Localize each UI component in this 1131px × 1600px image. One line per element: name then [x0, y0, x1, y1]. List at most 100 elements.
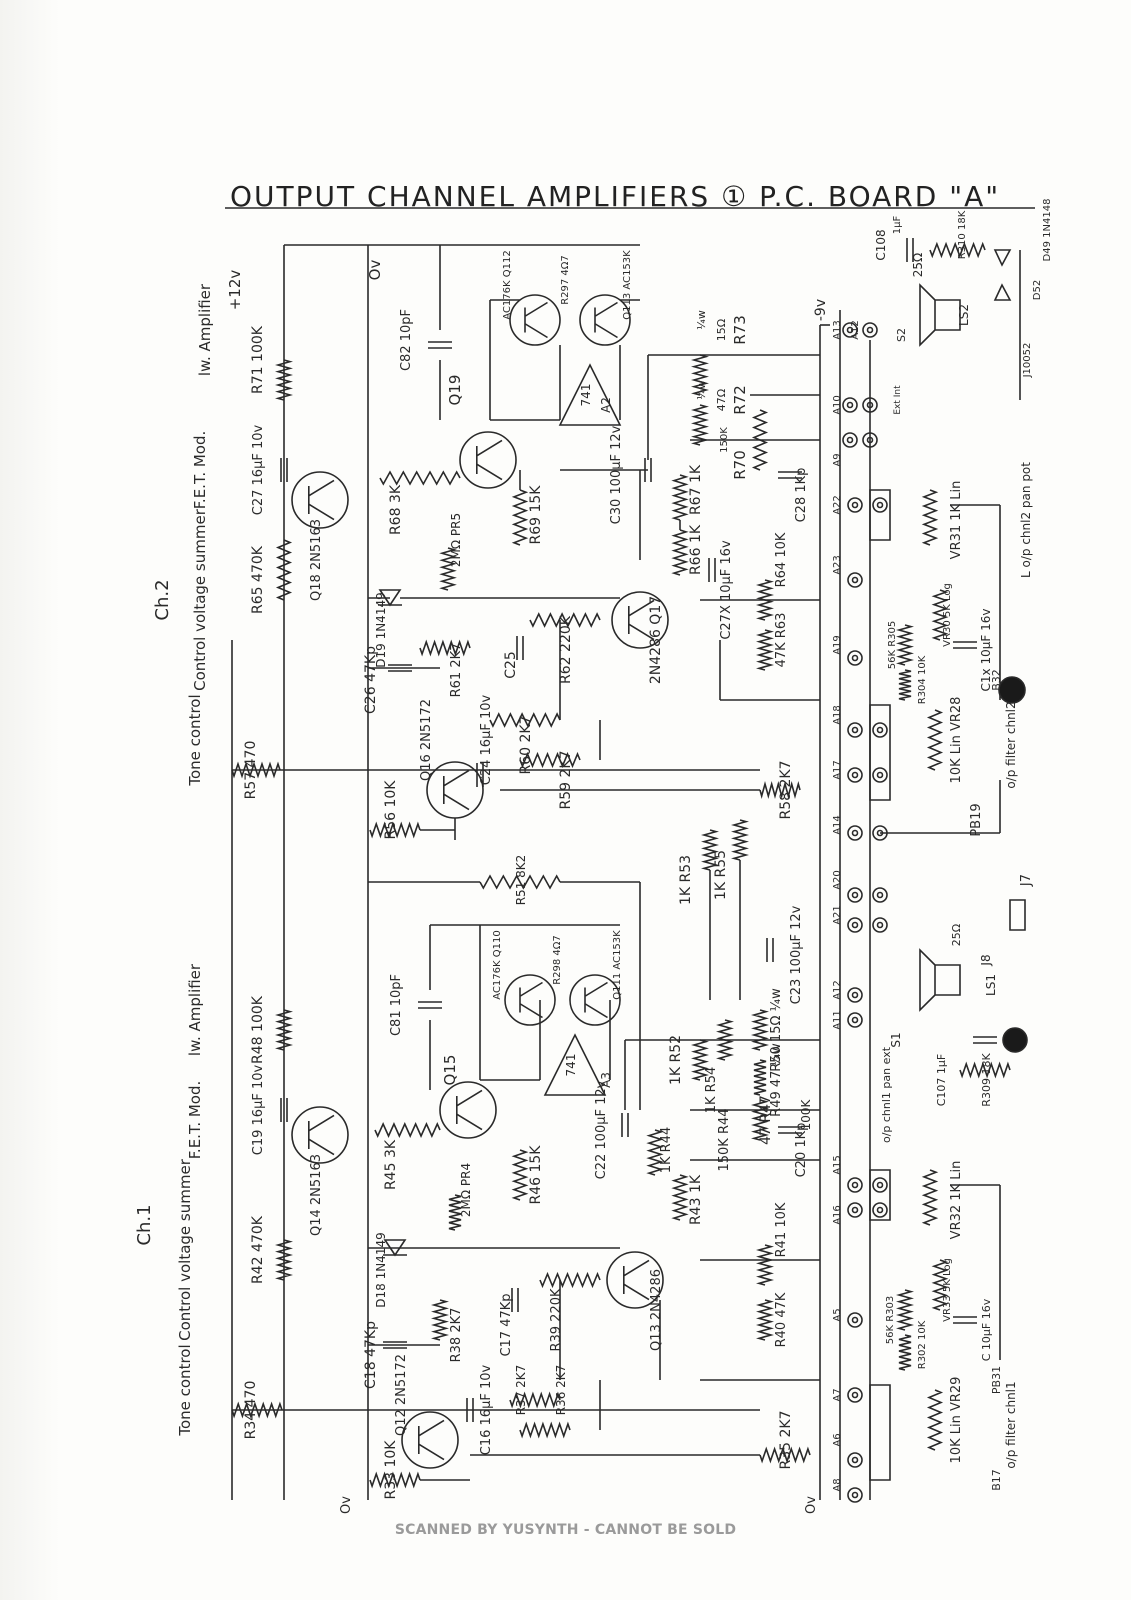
label-c16: C16 16µF 10v: [479, 1364, 494, 1455]
transistor-q12-symbol: [418, 1419, 445, 1461]
label-q19: Q19: [446, 375, 464, 406]
capacitor-c22: [621, 1113, 629, 1137]
transistor-q15b-symbol: [456, 1089, 483, 1131]
resistor-r58: [759, 781, 801, 799]
connector-pad-right-8: [847, 650, 863, 666]
label-c25: C25: [503, 651, 519, 679]
section-amplifier-1: lw. Amplifier: [186, 963, 204, 1056]
transistor-q12: [401, 1411, 459, 1469]
resistor-r66: [671, 529, 689, 576]
label-r310: R310 18K: [957, 210, 968, 259]
label-c19: C19 16µF 10v: [251, 1064, 266, 1155]
jack-j7: [1009, 899, 1026, 931]
connector-pad-right-11-hole: [851, 829, 859, 837]
label-pb19: PB19: [969, 803, 984, 836]
label-s1: S1: [889, 1032, 903, 1047]
connector-pad-right-10: [847, 767, 863, 783]
connector-pad-right-13-hole: [851, 921, 859, 929]
connector-pad-out-2: [872, 767, 888, 783]
solder-blob-2: [1002, 1027, 1028, 1053]
label-r35: R35 2K7: [778, 1411, 794, 1470]
transistor-q110: [504, 974, 556, 1026]
connector-pad-out-4: [872, 887, 888, 903]
label-c27x: C27X 10µF 16v: [719, 540, 734, 640]
label-r71: R71 100K: [250, 325, 266, 394]
label-q13: Q13 2N4286: [649, 1269, 664, 1351]
label-r49: R49 47 ¼w: [769, 1043, 784, 1117]
transistor-q19b-symbol: [476, 439, 503, 481]
diode-d49: [993, 249, 1012, 267]
connector-pad-out-0-hole: [876, 501, 884, 509]
section-cv-summer-2: Control voltage summer: [191, 508, 209, 691]
label-c82: C82 10pF: [399, 309, 414, 371]
label-a18: A18: [832, 705, 843, 725]
label-q110: AC176K Q110: [492, 930, 503, 999]
label-r62: R62 220K: [558, 615, 574, 684]
potentiometer-vr32: [921, 1169, 939, 1226]
resistor-r64: [756, 579, 774, 621]
label-vr28: 10K Lin VR28: [949, 697, 964, 784]
label-c20: C20 1Kp: [794, 1123, 809, 1178]
label-d49: D49 1N4148: [1042, 199, 1053, 262]
resistor-r35: [759, 1446, 811, 1464]
component-layer: [225, 207, 1035, 1503]
label-r36: R36 2K7: [554, 1365, 568, 1416]
capacitor-c81: [418, 1001, 442, 1009]
label-r303: 56K R303: [885, 1296, 896, 1345]
potentiometer-vr31: [921, 489, 939, 546]
potentiometer-pr5: [439, 547, 457, 591]
connector-pad-right-9-hole: [851, 726, 859, 734]
label-j7: J7: [1019, 874, 1034, 887]
label-r304: R304 10K: [917, 655, 928, 704]
resistor-r71: [275, 359, 293, 401]
speaker-ls2: [919, 283, 961, 347]
resistor-r304: [898, 669, 912, 701]
label-r52: 1K R52: [668, 1035, 684, 1085]
label-vr32: VR32 1K Lin: [949, 1161, 964, 1240]
label-r66: R66 1K: [688, 524, 704, 575]
capacitor-c20: [778, 1126, 802, 1134]
label-a2: A2: [599, 397, 613, 413]
label-ohm25a: 25Ω: [911, 253, 925, 277]
connector-pad-right-3: [862, 397, 878, 413]
potentiometer-vr28: [926, 709, 944, 771]
label-r58: R58 2K7: [778, 761, 794, 820]
label-q15: Q15: [441, 1055, 459, 1086]
resistor-r43: [671, 1174, 689, 1221]
connector-pad-out-1: [872, 722, 888, 738]
connector-pad-out-6: [872, 1177, 888, 1193]
label-c23: C23 100µF 12v: [789, 905, 804, 1004]
resistor-r53: [701, 829, 719, 871]
op-amp-741-a: [558, 363, 622, 426]
resistor-r37: [509, 1391, 561, 1409]
connector-pad-right-18: [847, 1312, 863, 1328]
resistor-r57: [231, 761, 281, 779]
label-r38: R38 2K7: [449, 1308, 464, 1363]
capacitor-c108: [906, 238, 914, 262]
scan-shadow: [0, 0, 60, 1600]
label-w2: ¼w: [695, 380, 708, 400]
label-q113: Q113 AC153K: [622, 250, 633, 320]
connector-pad-right-6-hole: [851, 501, 859, 509]
connector-pad-out-3: [872, 825, 888, 841]
label-r42: R42 470K: [250, 1215, 266, 1284]
resistor-r59: [519, 751, 581, 769]
diode-d19: [378, 589, 402, 607]
section-ch1-header: Ch.1: [134, 1204, 155, 1245]
capacitor-c27: [280, 458, 288, 482]
label-a12b: A12: [850, 320, 861, 340]
connector-pad-right-2: [842, 397, 858, 413]
section-tone-control-2: Tone control: [186, 694, 204, 786]
resistor-r309: [959, 1061, 1011, 1079]
label-r59: R59 2K7: [558, 751, 574, 810]
diode-d52: [993, 283, 1012, 301]
connector-pad-right-20: [847, 1452, 863, 1468]
label-c24: C24 16µF 10v: [479, 694, 494, 785]
potentiometer-vr32-body: [869, 1169, 891, 1221]
label-a11: A11: [832, 1010, 843, 1030]
label-r72v: 47Ω: [715, 389, 728, 411]
label-a3: A3: [599, 1072, 613, 1088]
connector-pad-right-8-hole: [851, 654, 859, 662]
connector-pad-out-7: [872, 1202, 888, 1218]
label-ic741a: 741: [579, 384, 593, 407]
